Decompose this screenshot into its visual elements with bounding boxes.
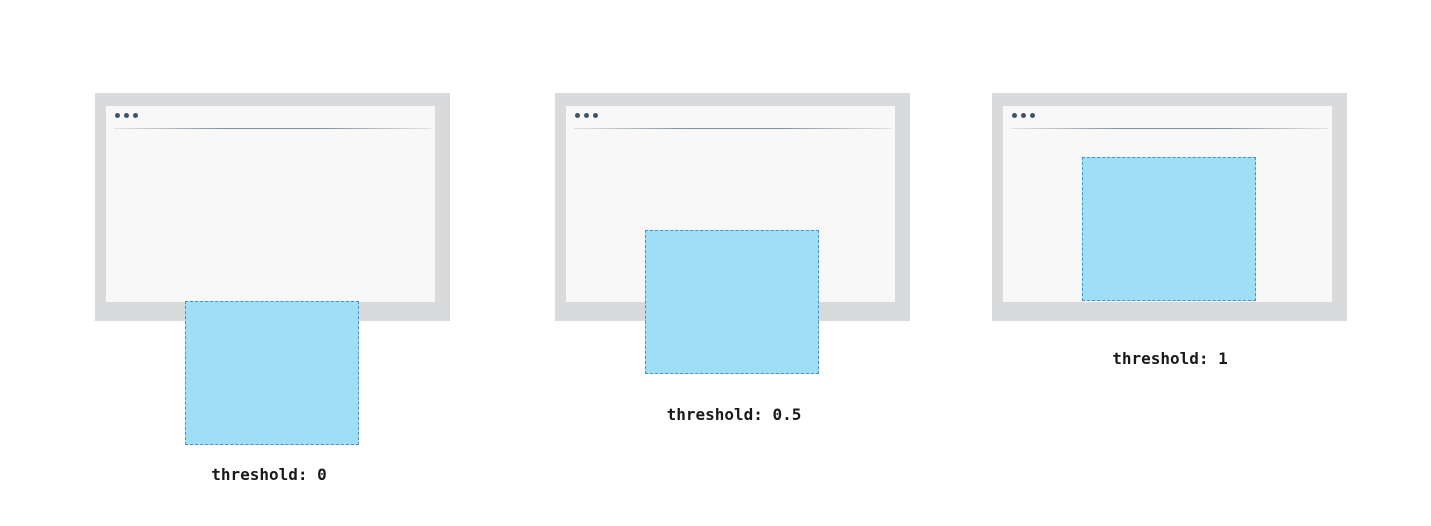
target-element-threshold-1 — [1082, 157, 1256, 301]
monitor-frame-threshold-0-5 — [555, 93, 910, 321]
browser-titlebar — [566, 106, 895, 128]
dot-icon — [115, 113, 120, 118]
window-dots-icon — [115, 113, 138, 119]
caption-threshold-1: threshold: 1 — [1112, 349, 1228, 368]
dot-icon — [1021, 113, 1026, 118]
browser-titlebar — [106, 106, 435, 128]
window-dots-icon — [1012, 113, 1035, 119]
dot-icon — [1012, 113, 1017, 118]
browser-window — [106, 106, 435, 302]
dot-icon — [593, 113, 598, 118]
dot-icon — [1030, 113, 1035, 118]
titlebar-divider — [574, 128, 891, 129]
caption-threshold-0-5: threshold: 0.5 — [666, 405, 802, 424]
titlebar-divider — [114, 128, 431, 129]
browser-titlebar — [1003, 106, 1332, 128]
monitor-frame-threshold-0 — [95, 93, 450, 321]
dot-icon — [124, 113, 129, 118]
dot-icon — [575, 113, 580, 118]
dot-icon — [584, 113, 589, 118]
window-dots-icon — [575, 113, 598, 119]
target-element-threshold-0-5 — [645, 230, 819, 374]
caption-threshold-0: threshold: 0 — [211, 465, 327, 484]
target-element-threshold-0 — [185, 301, 359, 445]
dot-icon — [133, 113, 138, 118]
titlebar-divider — [1011, 128, 1328, 129]
